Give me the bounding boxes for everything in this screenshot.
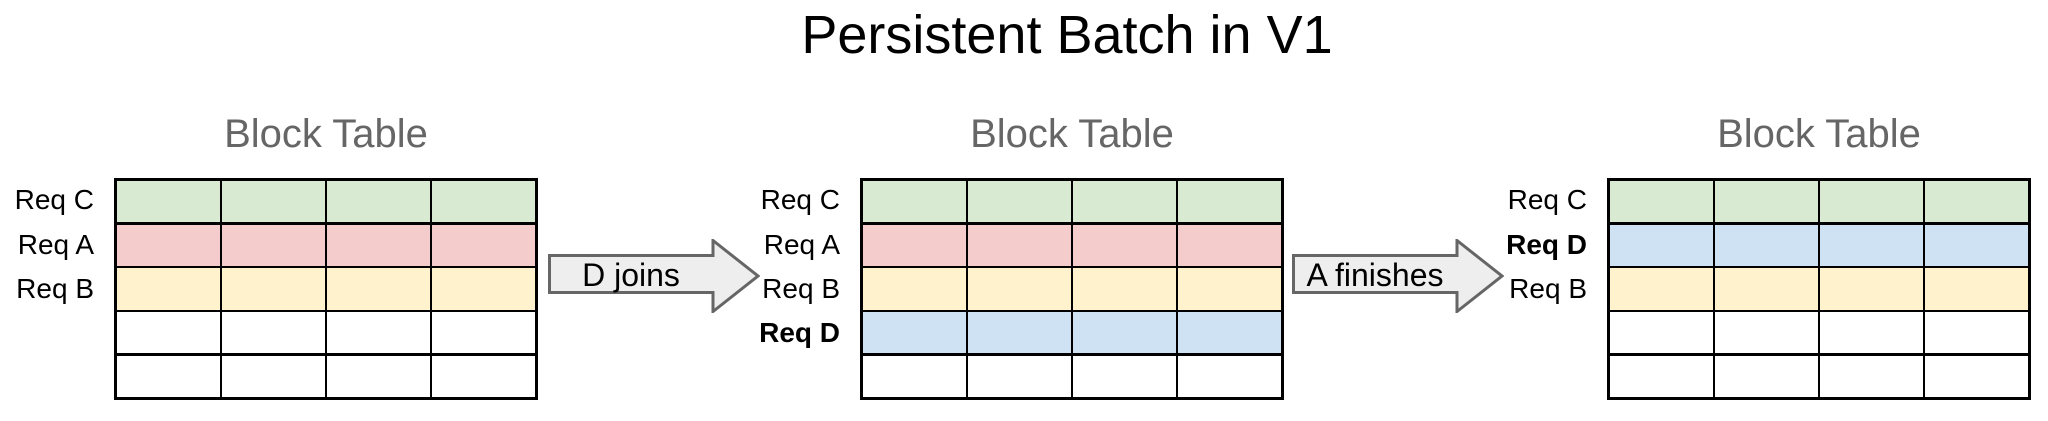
block-cell	[432, 224, 535, 266]
block-table-grid	[1607, 178, 2031, 400]
block-cell	[1820, 224, 1923, 266]
row-label-req-c: Req C	[1507, 184, 1587, 216]
row-label-empty	[0, 356, 114, 400]
row-labels: Req C Req A Req B	[0, 178, 114, 400]
block-cell	[1715, 224, 1818, 266]
block-cell	[1610, 355, 1713, 397]
table-heading: Block Table	[224, 112, 428, 156]
block-cell	[968, 312, 1071, 354]
block-cell	[222, 355, 325, 397]
block-cell	[222, 268, 325, 310]
block-cell	[1715, 181, 1818, 223]
block-cell	[1178, 224, 1281, 266]
block-cell	[117, 268, 220, 310]
block-cell	[1610, 181, 1713, 223]
block-cell	[432, 355, 535, 397]
block-cell	[327, 312, 430, 354]
row-label-req-d: Req D	[759, 317, 840, 349]
block-cell	[432, 268, 535, 310]
block-cell	[1715, 268, 1818, 310]
block-cell	[1925, 181, 2028, 223]
block-cell	[863, 355, 966, 397]
block-cell	[1073, 355, 1176, 397]
block-cell	[222, 224, 325, 266]
block-cell	[1820, 312, 1923, 354]
block-cell	[117, 181, 220, 223]
block-cell	[1073, 268, 1176, 310]
block-cell	[1925, 312, 2028, 354]
block-cell	[222, 312, 325, 354]
table-heading: Block Table	[1717, 112, 1921, 156]
block-cell	[863, 268, 966, 310]
block-arrow-shape	[548, 239, 760, 313]
block-cell	[1073, 181, 1176, 223]
row-labels: Req C Req A Req B Req D	[746, 178, 860, 400]
block-cell	[968, 355, 1071, 397]
block-table-group-3: Block Table Req C Req D Req B	[1493, 112, 2031, 400]
block-cell	[1610, 312, 1713, 354]
diagram-title: Persistent Batch in V1	[801, 5, 1333, 65]
block-table-group-2: Block Table Req C Req A Req B Req D	[746, 112, 1284, 400]
block-cell	[1610, 268, 1713, 310]
block-cell	[1178, 312, 1281, 354]
block-cell	[1820, 268, 1923, 310]
block-cell	[1178, 181, 1281, 223]
block-cell	[1925, 268, 2028, 310]
block-cell	[327, 224, 430, 266]
block-arrow-shape	[1292, 239, 1504, 313]
row-label-empty	[1493, 356, 1607, 400]
table-body: Req C Req D Req B	[1493, 178, 2031, 400]
block-cell	[1610, 224, 1713, 266]
arrow-label: D joins	[582, 257, 680, 293]
block-cell	[1925, 224, 2028, 266]
block-cell	[1925, 355, 2028, 397]
block-cell	[968, 268, 1071, 310]
block-cell	[968, 224, 1071, 266]
block-cell	[863, 181, 966, 223]
block-table-grid	[114, 178, 538, 400]
block-cell	[1073, 224, 1176, 266]
block-cell	[117, 224, 220, 266]
block-cell	[863, 312, 966, 354]
row-label-req-a: Req A	[763, 228, 840, 260]
table-body: Req C Req A Req B Req D	[746, 178, 1284, 400]
row-label-empty	[0, 311, 114, 355]
block-cell	[1820, 181, 1923, 223]
row-label-req-a: Req A	[17, 228, 94, 260]
arrow-label: A finishes	[1307, 257, 1444, 293]
block-cell	[1073, 312, 1176, 354]
block-cell	[1715, 312, 1818, 354]
block-cell	[863, 224, 966, 266]
row-label-req-b: Req B	[762, 272, 840, 304]
block-cell	[432, 181, 535, 223]
table-body: Req C Req A Req B	[0, 178, 538, 400]
a-finishes-arrow-icon: A finishes	[1292, 239, 1504, 313]
block-cell	[1178, 268, 1281, 310]
row-label-req-b: Req B	[16, 272, 94, 304]
block-table-grid	[860, 178, 1284, 400]
block-cell	[117, 312, 220, 354]
block-table-group-1: Block Table Req C Req A Req B	[0, 112, 538, 400]
block-cell	[968, 181, 1071, 223]
row-label-req-c: Req C	[14, 184, 94, 216]
block-cell	[1820, 355, 1923, 397]
block-cell	[222, 181, 325, 223]
row-labels: Req C Req D Req B	[1493, 178, 1607, 400]
row-label-empty	[746, 356, 860, 400]
row-label-req-b: Req B	[1509, 272, 1587, 304]
block-cell	[327, 355, 430, 397]
block-cell	[1178, 355, 1281, 397]
row-label-req-d: Req D	[1506, 228, 1587, 260]
block-cell	[432, 312, 535, 354]
d-joins-arrow-icon: D joins	[548, 239, 760, 313]
row-label-empty	[1493, 311, 1607, 355]
row-label-req-c: Req C	[760, 184, 840, 216]
table-heading: Block Table	[970, 112, 1174, 156]
block-cell	[327, 181, 430, 223]
block-cell	[117, 355, 220, 397]
block-cell	[1715, 355, 1818, 397]
block-cell	[327, 268, 430, 310]
